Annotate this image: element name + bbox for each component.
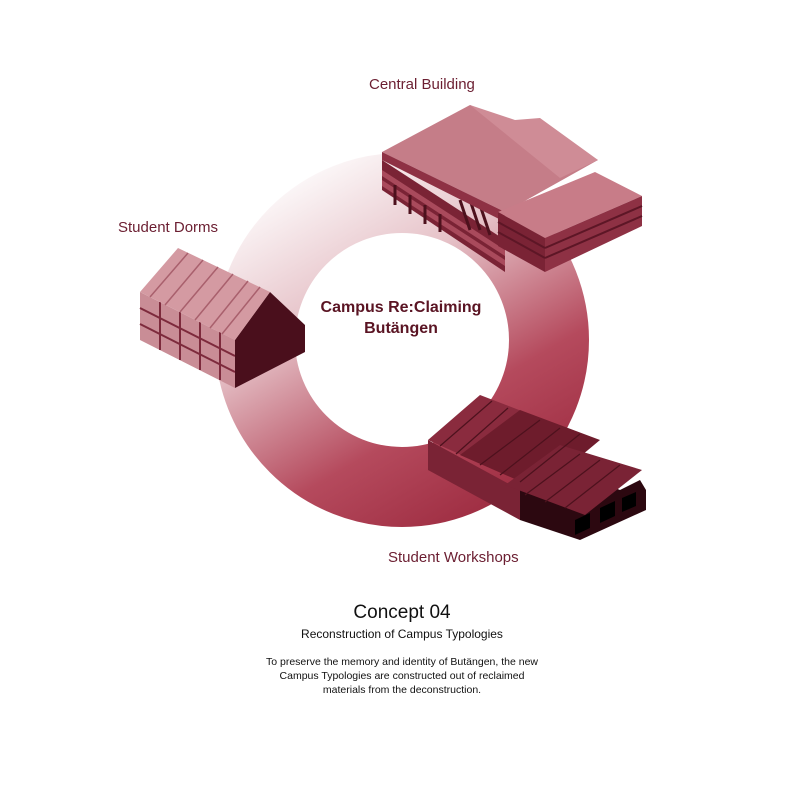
label-student-dorms: Student Dorms (118, 219, 219, 236)
label-central-building: Central Building (369, 76, 475, 93)
center-title-line1: Campus Re:Claiming (320, 299, 482, 316)
central-building-illustration (382, 105, 643, 272)
diagram-center-title: Campus Re:Claiming Butängen (290, 297, 512, 339)
center-title-line2: Butängen (364, 320, 438, 337)
concept-caption: Concept 04 Reconstruction of Campus Typo… (202, 601, 602, 697)
concept-subtitle: Reconstruction of Campus Typologies (301, 627, 503, 641)
concept-title: Concept 04 (353, 602, 451, 623)
label-student-workshops: Student Workshops (388, 549, 519, 566)
concept-description: To preserve the memory and identity of B… (266, 656, 538, 696)
student-dorms-illustration (139, 248, 305, 388)
student-workshops-illustration (428, 395, 646, 540)
